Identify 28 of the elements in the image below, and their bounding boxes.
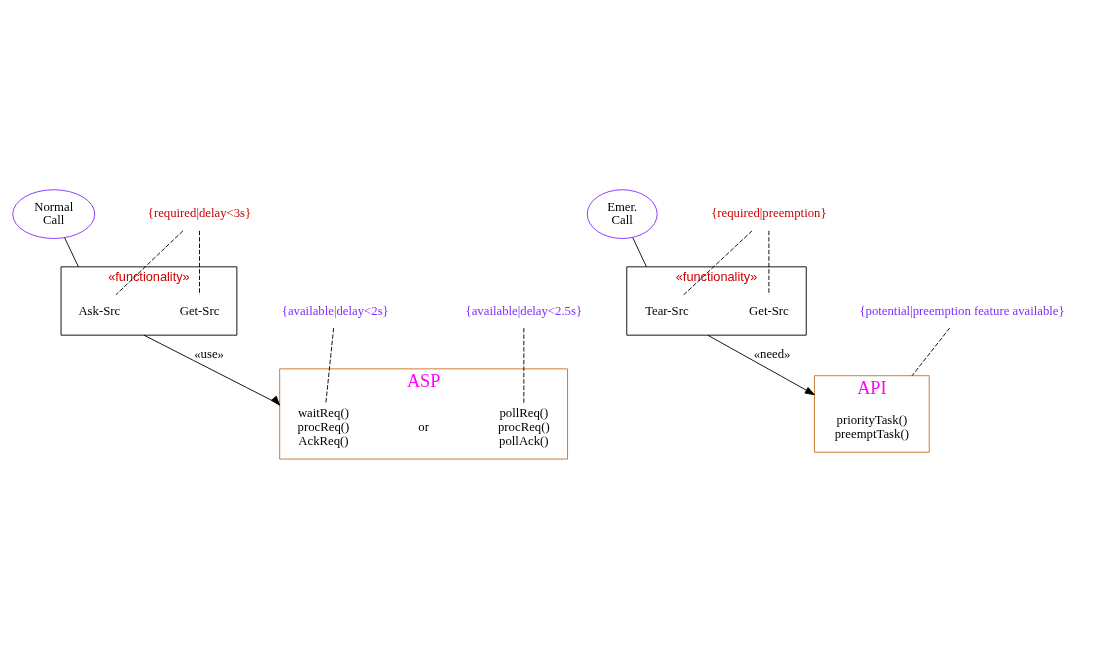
connector bbox=[683, 230, 753, 296]
node-text: {required|delay<3s} bbox=[147, 206, 252, 221]
node-text: Get-Src bbox=[749, 303, 789, 318]
node-text: Get-Src bbox=[179, 303, 220, 318]
node-text: {required|preemption} bbox=[711, 206, 827, 221]
node-ellipse: Emer. Call bbox=[586, 189, 658, 239]
node-text: Tear-Src bbox=[645, 303, 689, 318]
connector bbox=[199, 230, 200, 296]
connector bbox=[325, 327, 335, 404]
node-ellipse: Normal Call bbox=[12, 189, 96, 239]
connector bbox=[911, 327, 951, 377]
connector bbox=[64, 237, 79, 268]
connector bbox=[632, 237, 647, 268]
edge-label: «need» bbox=[753, 347, 791, 362]
connector bbox=[523, 327, 525, 404]
node-text: or bbox=[418, 420, 429, 435]
node-text: Ask-Src bbox=[78, 303, 121, 318]
node-text: waitReq() procReq() AckReq() bbox=[297, 406, 350, 448]
node-text: pollReq() procReq() pollAck() bbox=[497, 406, 550, 448]
node-text: priorityTask() preemptTask() bbox=[834, 413, 909, 441]
node-text: {available|delay<2s} bbox=[281, 303, 389, 318]
edge-label: «use» bbox=[194, 347, 224, 362]
node-text: {potential|preemption feature available} bbox=[859, 303, 1065, 318]
connector bbox=[768, 230, 770, 296]
connector bbox=[115, 230, 184, 296]
arrow bbox=[143, 334, 281, 406]
arrow bbox=[707, 334, 815, 396]
node-text: {available|delay<2.5s} bbox=[465, 303, 583, 318]
